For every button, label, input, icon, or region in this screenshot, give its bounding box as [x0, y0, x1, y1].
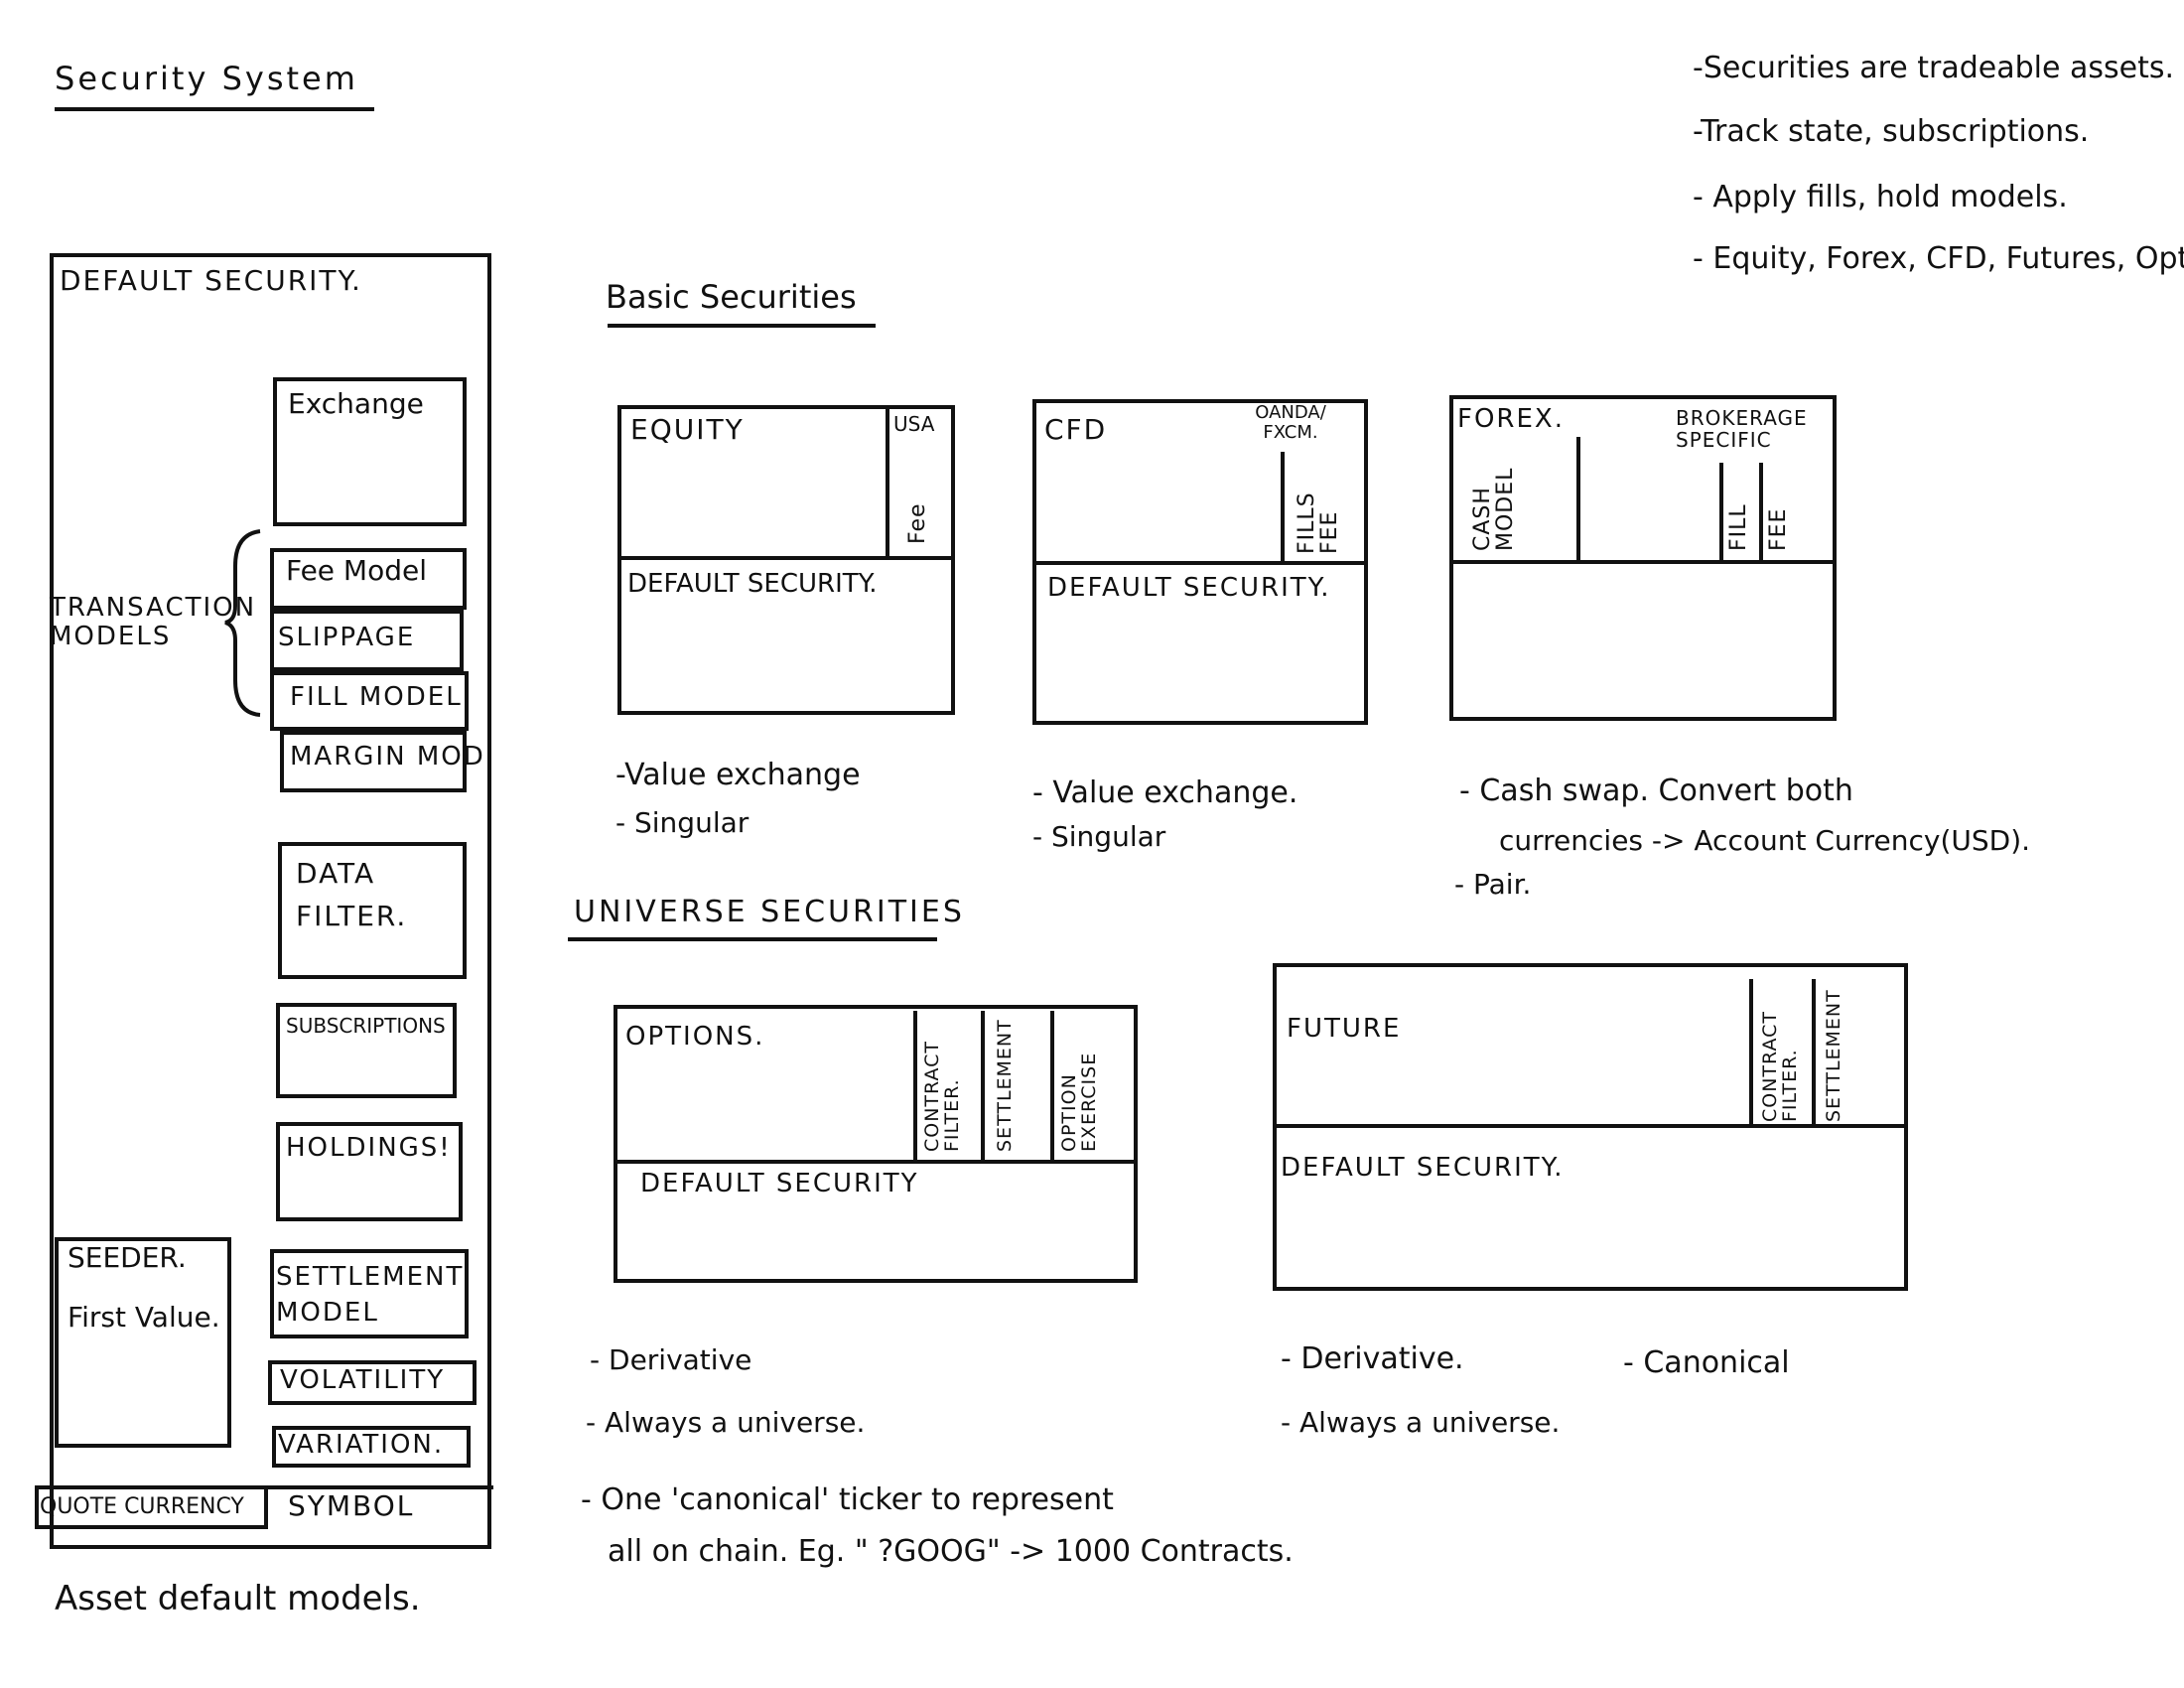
quote-currency-label: QUOTE CURRENCY	[40, 1494, 244, 1519]
default-security-box	[50, 253, 491, 1549]
forex-cash-divider	[1576, 437, 1580, 560]
options-note-1: - Derivative	[590, 1343, 752, 1376]
universe-heading-underline	[568, 937, 937, 941]
basic-heading-underline	[608, 324, 876, 328]
variation-label: VARIATION.	[278, 1430, 445, 1460]
equity-divider	[617, 556, 955, 560]
cfd-fills-fee-tag: FILLS FEE	[1295, 492, 1343, 554]
future-note-1: - Derivative.	[1281, 1341, 1464, 1376]
note-line-3: - Apply fills, hold models.	[1693, 180, 2068, 214]
holdings-box	[276, 1122, 463, 1221]
options-label: OPTIONS.	[625, 1022, 765, 1052]
forex-fill-tag: FILL	[1726, 503, 1751, 551]
fill-model-box	[270, 671, 469, 731]
volatility-label: VOLATILITY	[280, 1365, 446, 1395]
slippage-label: SLIPPAGE	[278, 623, 416, 652]
forex-divider	[1449, 560, 1837, 564]
future-settlement-divider	[1812, 979, 1816, 1124]
page-title: Security System	[55, 60, 358, 97]
slippage-box	[270, 610, 464, 671]
data-filter-label: DATA FILTER.	[296, 857, 408, 933]
universe-securities-heading: UNIVERSE SECURITIES	[574, 895, 965, 929]
seeder-sub-label: First Value.	[68, 1301, 220, 1334]
asset-default-caption: Asset default models.	[55, 1579, 421, 1618]
future-note-2: - Always a universe.	[1281, 1406, 1561, 1439]
equity-fee-tag: Fee	[905, 502, 930, 544]
future-base-label: DEFAULT SECURITY.	[1281, 1153, 1565, 1183]
volatility-box	[268, 1360, 477, 1405]
forex-fee-tag: FEE	[1766, 507, 1791, 551]
fee-model-label: Fee Model	[286, 554, 427, 587]
equity-usa-tag: USA	[893, 412, 935, 436]
quote-currency-box	[35, 1485, 268, 1529]
future-filter-divider	[1749, 979, 1753, 1124]
title-underline	[55, 107, 374, 111]
margin-model-label: MARGIN MOD	[290, 742, 485, 772]
future-contract-filter-tag: CONTRACT FILTER.	[1759, 1010, 1801, 1122]
future-settlement-tag: SETTLEMENT	[1823, 989, 1844, 1122]
fill-model-label: FILL MODEL	[290, 682, 463, 712]
cfd-broker-tag: OANDA/ FXCM.	[1255, 402, 1326, 443]
future-note-3: - Canonical	[1623, 1345, 1790, 1380]
seeder-label: SEEDER.	[68, 1241, 187, 1274]
note-line-2: -Track state, subscriptions.	[1693, 114, 2090, 149]
seeder-box	[55, 1237, 231, 1448]
equity-note-1: -Value exchange	[615, 758, 861, 792]
forex-fee-divider	[1759, 463, 1763, 560]
note-line-1: -Securities are tradeable assets.	[1693, 51, 2175, 85]
holdings-label: HOLDINGS!	[286, 1133, 452, 1163]
cfd-label: CFD	[1044, 413, 1108, 446]
options-box	[614, 1005, 1138, 1283]
equity-base-label: DEFAULT SECURITY.	[627, 569, 878, 599]
default-security-label: DEFAULT SECURITY.	[60, 264, 362, 297]
forex-brokerage-tag: BROKERAGE SPECIFIC	[1676, 406, 1808, 452]
equity-label: EQUITY	[630, 413, 745, 446]
options-exercise-divider	[1050, 1011, 1054, 1160]
cfd-note-2: - Singular	[1032, 820, 1166, 853]
cfd-divider	[1032, 561, 1368, 565]
options-filter-divider	[913, 1011, 917, 1160]
options-settlement-tag: SETTLEMENT	[994, 1019, 1016, 1152]
symbol-label: SYMBOL	[288, 1489, 415, 1522]
settlement-model-label: SETTLEMENT MODEL	[276, 1262, 465, 1329]
transaction-models-label: TRANSACTION MODELS	[50, 593, 257, 651]
note-line-4: - Equity, Forex, CFD, Futures, Options	[1693, 241, 2184, 276]
forex-box	[1449, 395, 1837, 721]
equity-note-2: - Singular	[615, 806, 750, 839]
options-note-2: - Always a universe.	[586, 1406, 866, 1439]
forex-cash-model-tag: CASH MODEL	[1470, 467, 1519, 551]
future-label: FUTURE	[1287, 1014, 1402, 1044]
subscriptions-label: SUBSCRIPTIONS	[286, 1014, 446, 1038]
options-exercise-tag: OPTION EXERCISE	[1058, 1052, 1100, 1152]
forex-note-2: currencies -> Account Currency(USD).	[1499, 824, 2031, 857]
options-contract-filter-tag: CONTRACT FILTER.	[921, 1040, 963, 1152]
subscriptions-box	[276, 1003, 457, 1098]
variation-box	[272, 1426, 471, 1468]
options-note-4: all on chain. Eg. " ?GOOG" -> 1000 Contr…	[608, 1534, 1294, 1569]
cfd-base-label: DEFAULT SECURITY.	[1047, 573, 1331, 603]
options-note-3: - One 'canonical' ticker to represent	[581, 1482, 1114, 1517]
options-base-label: DEFAULT SECURITY	[640, 1169, 919, 1198]
options-divider	[614, 1160, 1138, 1164]
forex-label: FOREX.	[1457, 404, 1565, 434]
fee-model-box	[270, 548, 467, 610]
options-settlement-divider	[981, 1011, 985, 1160]
basic-securities-heading: Basic Securities	[606, 278, 857, 316]
equity-tag-divider	[886, 405, 889, 556]
equity-box	[617, 405, 955, 715]
forex-note-1: - Cash swap. Convert both	[1459, 774, 1853, 808]
data-filter-box	[278, 842, 467, 979]
forex-note-3: - Pair.	[1454, 868, 1532, 901]
forex-fill-divider	[1719, 463, 1723, 560]
future-divider	[1273, 1124, 1908, 1128]
cfd-note-1: - Value exchange.	[1032, 775, 1298, 810]
margin-model-box	[280, 731, 467, 792]
cfd-tag-divider	[1281, 452, 1285, 561]
exchange-box	[273, 377, 467, 526]
settlement-model-box	[270, 1249, 469, 1338]
exchange-label: Exchange	[288, 387, 424, 420]
transaction-brace-icon	[224, 529, 261, 717]
